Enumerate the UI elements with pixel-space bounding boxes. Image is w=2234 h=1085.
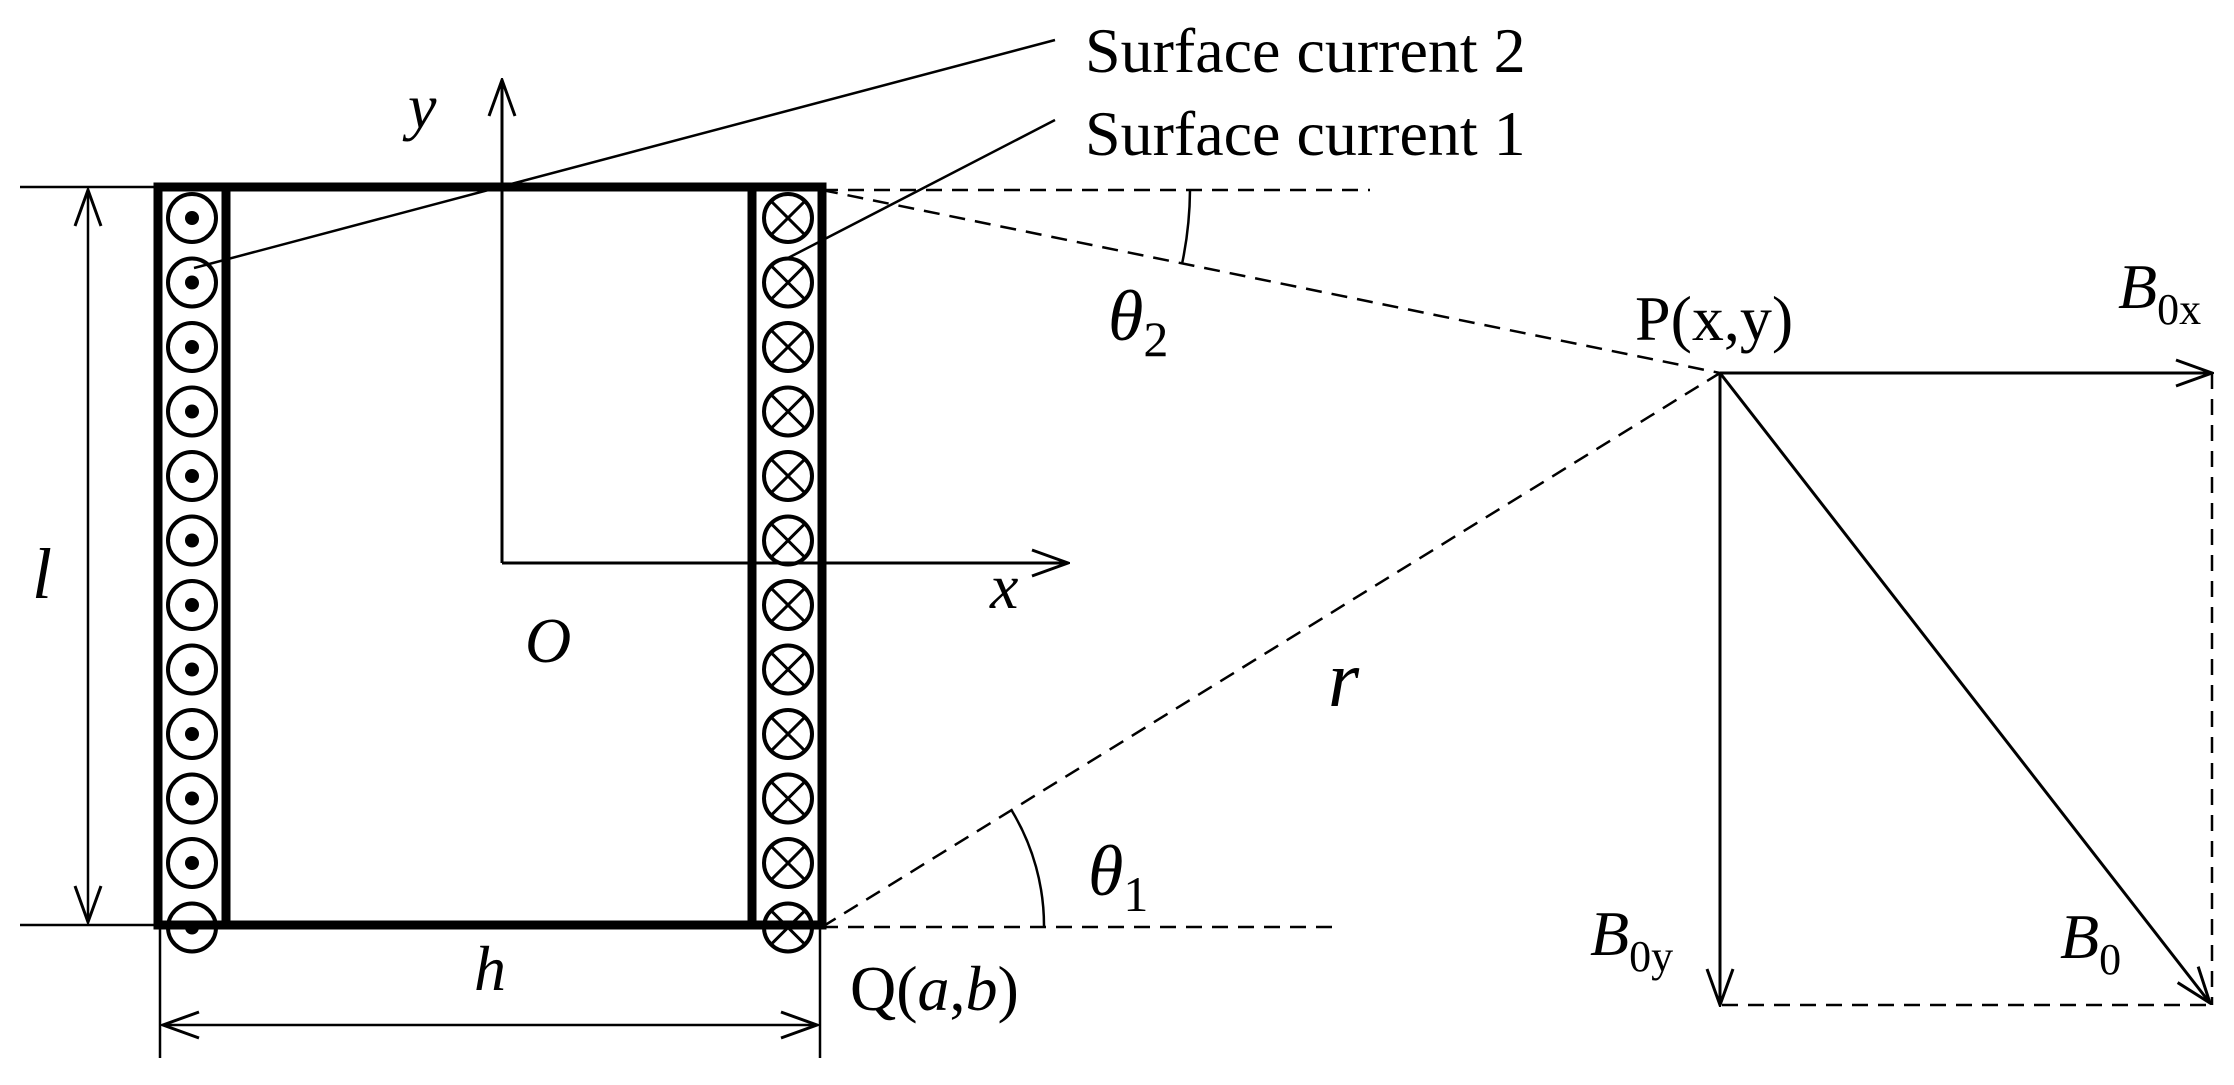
current-out-of-page-icon xyxy=(166,643,218,696)
label-b0x: B0x xyxy=(2118,251,2201,334)
current-out-of-page-icon xyxy=(166,901,218,954)
label-surface-current-2: Surface current 2 xyxy=(1085,15,1526,86)
label-origin: O xyxy=(525,605,571,676)
current-into-page-icon xyxy=(762,772,814,825)
leader-surface-current-2 xyxy=(193,38,1056,270)
current-into-page-icon xyxy=(762,450,814,502)
line-r-from-q-to-p xyxy=(821,371,1721,929)
current-out-of-page-icon xyxy=(166,579,218,631)
current-into-page-icon xyxy=(762,192,814,244)
coordinate-axes xyxy=(502,80,1068,563)
label-distance-r: r xyxy=(1328,636,1360,724)
current-into-page-icon xyxy=(762,256,814,309)
label-point-p: P(x,y) xyxy=(1635,283,1793,354)
leader-surface-current-1 xyxy=(787,118,1056,260)
current-into-page-icon xyxy=(762,708,814,760)
field-vectors xyxy=(1720,373,2212,1005)
surface-current-2-column xyxy=(166,192,218,954)
solenoid-outline xyxy=(153,182,827,930)
current-out-of-page-icon xyxy=(166,708,218,760)
surface-current-1-column xyxy=(762,192,814,954)
current-into-page-icon xyxy=(762,385,814,438)
b0-vector xyxy=(1718,372,2210,1003)
current-out-of-page-icon xyxy=(166,514,218,567)
current-into-page-icon xyxy=(762,321,814,373)
current-out-of-page-icon xyxy=(166,256,218,309)
label-surface-current-1: Surface current 1 xyxy=(1085,98,1526,169)
current-out-of-page-icon xyxy=(166,321,218,373)
label-y-axis: y xyxy=(402,71,437,142)
label-b0y: B0y xyxy=(1590,898,1673,981)
construction-lines xyxy=(821,188,2214,1007)
current-out-of-page-icon xyxy=(166,772,218,825)
label-width: h xyxy=(474,933,506,1004)
dimension-lines xyxy=(20,185,822,1058)
label-point-q: Q(a,b) xyxy=(850,953,1019,1024)
label-theta2: θ2 xyxy=(1108,276,1168,367)
angle-arcs xyxy=(1010,189,1192,928)
current-into-page-icon xyxy=(762,901,814,954)
current-into-page-icon xyxy=(762,579,814,631)
label-theta1: θ1 xyxy=(1088,831,1148,922)
theta1-arc xyxy=(1010,810,1046,928)
label-b0: B0 xyxy=(2060,901,2121,984)
current-out-of-page-icon xyxy=(166,837,218,889)
line-to-p-from-top xyxy=(821,188,1721,375)
leader-lines xyxy=(193,38,1056,270)
current-into-page-icon xyxy=(762,837,814,889)
current-out-of-page-icon xyxy=(166,385,218,438)
label-length: l xyxy=(32,534,52,614)
current-into-page-icon xyxy=(762,514,814,567)
current-out-of-page-icon xyxy=(166,450,218,502)
current-into-page-icon xyxy=(762,643,814,696)
label-x-axis: x xyxy=(989,551,1018,622)
solenoid-body xyxy=(153,182,827,930)
theta2-arc xyxy=(1180,189,1192,265)
current-out-of-page-icon xyxy=(166,192,218,244)
